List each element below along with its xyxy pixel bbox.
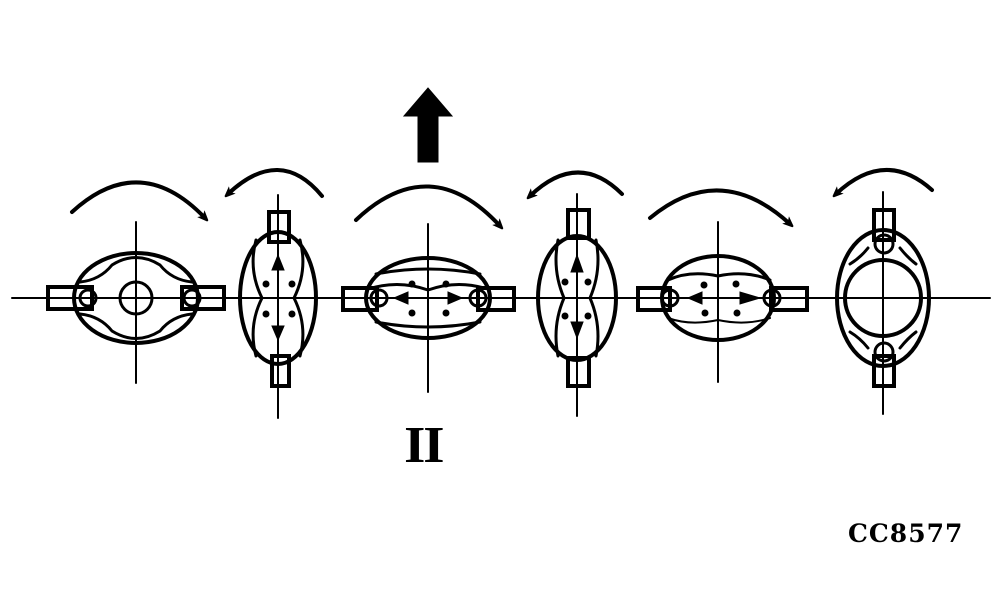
arrow-up-icon	[402, 87, 454, 163]
rotation-arrow-counterclockwise-icon	[228, 168, 324, 196]
element-2-vertical	[228, 168, 324, 419]
element-6-vertical	[836, 168, 934, 415]
rotation-arrow-counterclockwise-icon	[530, 170, 624, 196]
element-1-horizontal	[46, 180, 226, 384]
rotation-arrow-clockwise-icon	[354, 184, 500, 226]
rotation-arrow-counterclockwise-icon	[836, 168, 934, 194]
figure-code-label: CC8577	[848, 519, 964, 548]
figure-numeral-label: II	[404, 417, 444, 474]
element-3-horizontal	[341, 184, 516, 393]
rotation-arrow-clockwise-icon	[648, 188, 790, 224]
element-4-vertical	[530, 170, 624, 417]
rotation-arrow-clockwise-icon	[70, 180, 205, 218]
element-5-horizontal	[636, 188, 809, 383]
